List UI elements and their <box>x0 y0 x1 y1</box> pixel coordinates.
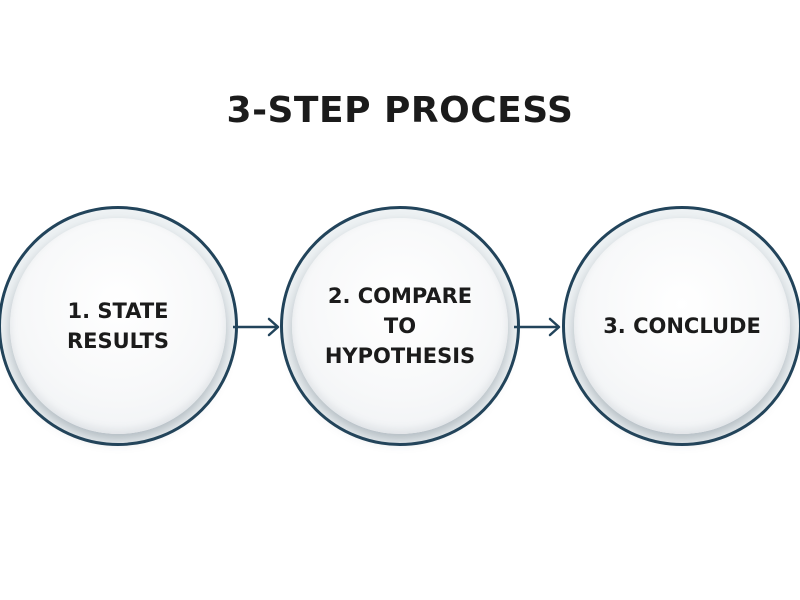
page-title: 3-STEP PROCESS <box>226 90 574 131</box>
step-1-circle: 1. STATE RESULTS <box>0 206 238 446</box>
step-3-circle: 3. CONCLUDE <box>562 206 800 446</box>
step-1-label: 1. STATE RESULTS <box>66 299 170 353</box>
step-2-face: 2. COMPARE TO HYPOTHESIS <box>292 218 508 434</box>
step-3-face: 3. CONCLUDE <box>574 218 790 434</box>
step-1-face: 1. STATE RESULTS <box>10 218 226 434</box>
arrow-right-icon <box>233 317 280 337</box>
arrow-right-icon <box>514 317 561 337</box>
step-2-label: 2. COMPARE TO HYPOTHESIS <box>324 284 476 368</box>
step-3-label: 3. CONCLUDE <box>603 314 761 338</box>
step-2-circle: 2. COMPARE TO HYPOTHESIS <box>280 206 520 446</box>
